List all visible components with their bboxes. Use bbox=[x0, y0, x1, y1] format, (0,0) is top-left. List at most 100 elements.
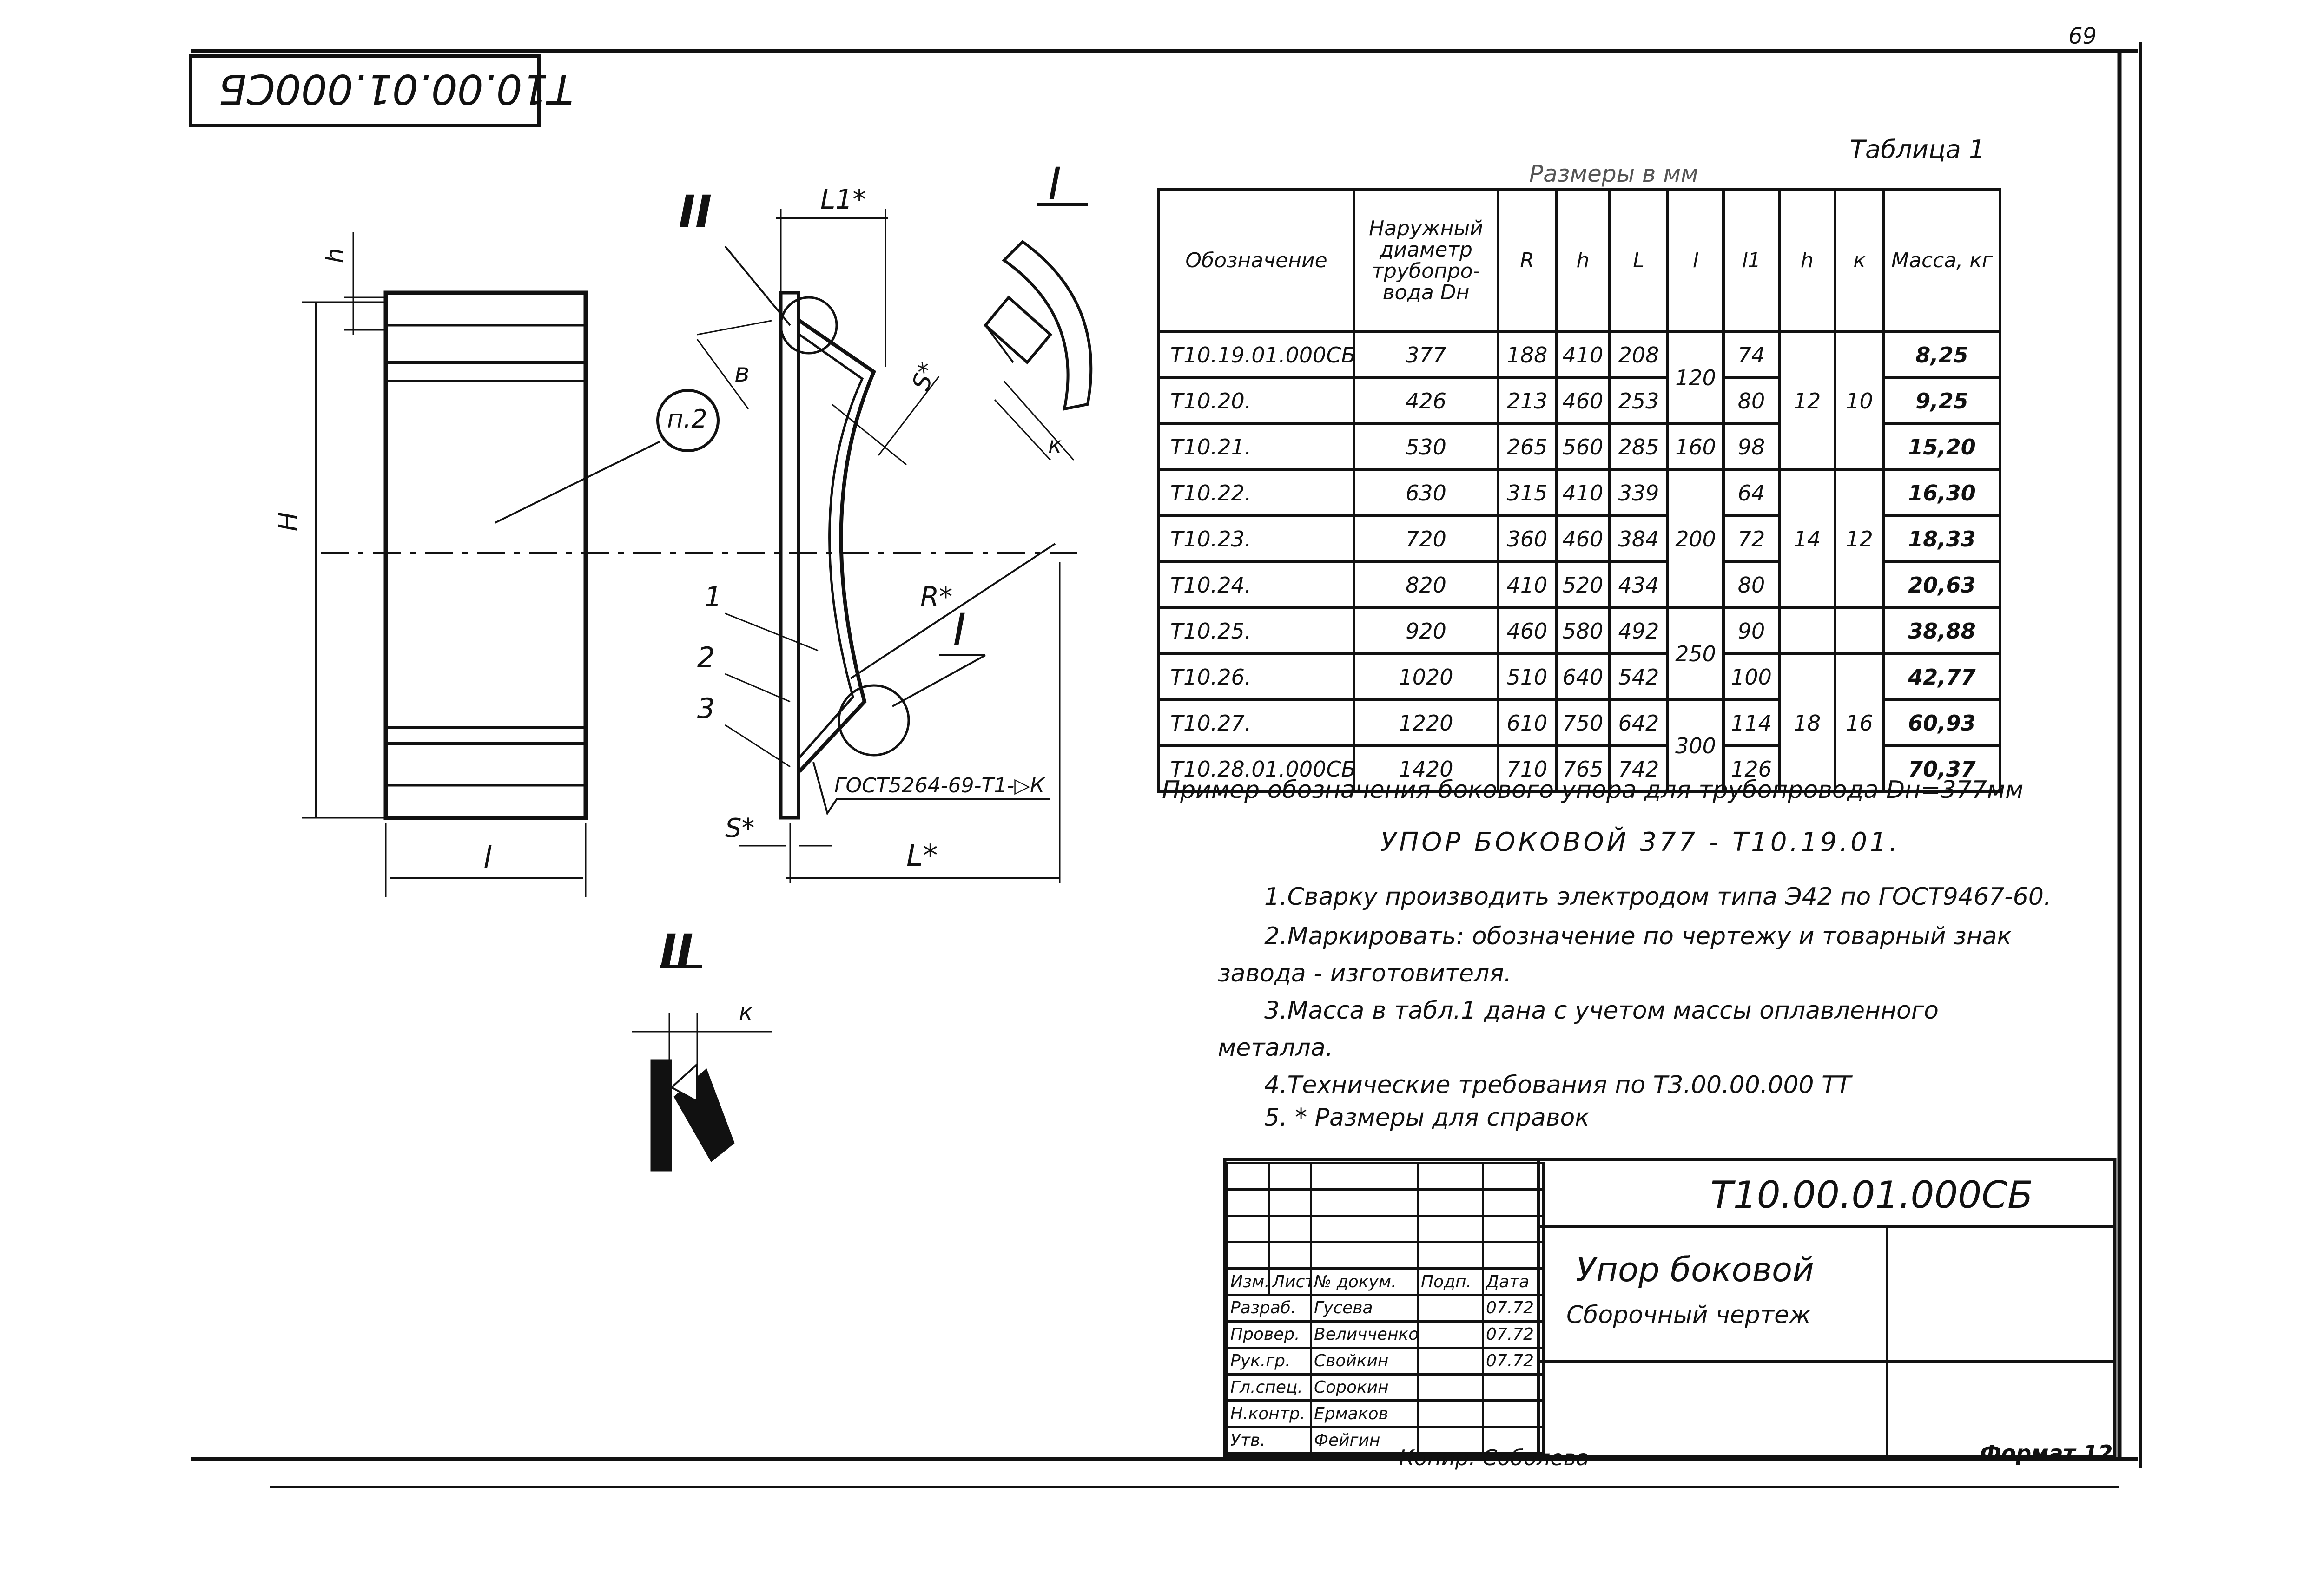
stamp-col-sign: Подп. bbox=[1417, 1267, 1484, 1297]
cell-h-small: 580 bbox=[1555, 606, 1611, 655]
table-row: T10.22. 630 315 410 339 200 64 14 12 16,… bbox=[1157, 468, 2001, 609]
stamp-signature bbox=[1417, 1399, 1484, 1429]
cell-designation: T10.27. bbox=[1157, 698, 1355, 747]
label-section-I-bottom: I bbox=[953, 604, 966, 656]
note-1: 1.Сварку производить электродом типа Э42… bbox=[1264, 883, 2052, 911]
cell-k: 16 bbox=[1834, 652, 1885, 793]
label-R: R* bbox=[920, 581, 953, 612]
col-header-l1: l1 bbox=[1722, 188, 1781, 333]
stamp-header-row: Изм. Лист № докум. Подп. Дата bbox=[1226, 1267, 1545, 1297]
cell-k: 12 bbox=[1834, 468, 1885, 609]
cell-L: 208 bbox=[1608, 330, 1669, 379]
col-header-l: l bbox=[1666, 188, 1725, 333]
note-2: 2.Маркировать: обозначение по чертежу и … bbox=[1264, 922, 2012, 950]
cell-R: 315 bbox=[1497, 468, 1558, 517]
stamp-person: Гусева bbox=[1310, 1294, 1419, 1323]
cell-L: 742 bbox=[1608, 744, 1669, 793]
cell-k: 10 bbox=[1834, 330, 1885, 471]
cell-l1: 74 bbox=[1722, 330, 1781, 379]
cell-dn: 1220 bbox=[1353, 698, 1499, 747]
cell-L: 434 bbox=[1608, 560, 1669, 609]
cell-l1: 80 bbox=[1722, 376, 1781, 425]
cell-h-small: 410 bbox=[1555, 468, 1611, 517]
cell-designation: T10.24. bbox=[1157, 560, 1355, 609]
detail-II bbox=[632, 965, 772, 1172]
stamp-col-izm: Изм. bbox=[1226, 1267, 1270, 1297]
stamp-role: Гл.спец. bbox=[1226, 1373, 1312, 1402]
table-row: T10.21. 530 265 560 285 160 98 15,20 bbox=[1157, 422, 2001, 471]
rotated-doc-code: T10.00.01.000CБ bbox=[218, 65, 574, 113]
cell-dn: 820 bbox=[1353, 560, 1499, 609]
cell-designation: T10.19.01.000СБ bbox=[1157, 330, 1355, 379]
cell-h-small: 560 bbox=[1555, 422, 1611, 471]
cell-designation: T10.20. bbox=[1157, 376, 1355, 425]
label-section-II-top: II bbox=[679, 186, 712, 238]
cell-L: 339 bbox=[1608, 468, 1669, 517]
table-row: T10.26. 1020 510 640 542 100 18 16 42,77 bbox=[1157, 652, 2001, 793]
cell-h-small: 410 bbox=[1555, 330, 1611, 379]
cell-L: 384 bbox=[1608, 514, 1669, 563]
label-h: h bbox=[321, 248, 350, 263]
cell-R: 213 bbox=[1497, 376, 1558, 425]
side-view bbox=[696, 209, 1061, 883]
cell-h-small: 460 bbox=[1555, 514, 1611, 563]
cell-l1: 80 bbox=[1722, 560, 1781, 609]
cell-mass: 70,37 bbox=[1882, 744, 2001, 793]
label-part-3: 3 bbox=[697, 692, 715, 725]
label-b: в bbox=[734, 358, 750, 388]
cell-R: 460 bbox=[1497, 606, 1558, 655]
table-units: Размеры в мм bbox=[1529, 160, 1698, 187]
cell-mass: 9,25 bbox=[1882, 376, 2001, 425]
example-value: УПОР БОКОВОЙ 377 - T10.19.01. bbox=[1380, 827, 1901, 857]
label-l: l bbox=[483, 841, 492, 876]
stamp-col-doc: № докум. bbox=[1310, 1267, 1419, 1297]
table-row: T10.19.01.000СБ 377 188 410 208 120 74 1… bbox=[1157, 330, 2001, 471]
stamp-row: Провер. Величченко 07.72 bbox=[1226, 1320, 1545, 1349]
example-label: Пример обозначения бокового упора для тр… bbox=[1162, 776, 2024, 804]
cell-designation: T10.25. bbox=[1157, 606, 1355, 655]
cell-dn: 530 bbox=[1353, 422, 1499, 471]
stamp-date: 07.72 bbox=[1482, 1320, 1545, 1349]
cell-L: 253 bbox=[1608, 376, 1669, 425]
label-section-II-detail: II bbox=[660, 925, 693, 977]
stamp-date: 07.72 bbox=[1482, 1294, 1545, 1323]
cell-mass: 18,33 bbox=[1882, 514, 2001, 563]
stamp-row: Разраб. Гусева 07.72 bbox=[1226, 1294, 1545, 1323]
format-label: Формат 12 bbox=[1980, 1441, 2113, 1466]
page-number: 69 bbox=[2068, 23, 2097, 49]
col-header-h: h bbox=[1778, 188, 1836, 333]
stamp-col-date: Дата bbox=[1482, 1267, 1545, 1297]
cell-mass: 15,20 bbox=[1882, 422, 2001, 471]
cell-h: 14 bbox=[1778, 468, 1836, 609]
stamp-row: Гл.спец. Сорокин bbox=[1226, 1373, 1545, 1402]
cell-l1: 72 bbox=[1722, 514, 1781, 563]
stamp-row: Утв. Фейгин bbox=[1226, 1426, 1545, 1455]
cell-mass: 16,30 bbox=[1882, 468, 2001, 517]
stamp-person: Свойкин bbox=[1310, 1346, 1419, 1376]
table-row: T10.20. 426 213 460 253 80 9,25 bbox=[1157, 376, 2001, 425]
col-header-dn: Наружный диаметр трубопро-вода Dн bbox=[1353, 188, 1499, 333]
cell-l: 200 bbox=[1666, 468, 1725, 609]
table-row: T10.23. 720 360 460 384 72 18,33 bbox=[1157, 514, 2001, 563]
cell-L: 642 bbox=[1608, 698, 1669, 747]
stamp-role: Н.контр. bbox=[1226, 1399, 1312, 1429]
cell-l1: 90 bbox=[1722, 606, 1781, 655]
front-view bbox=[302, 232, 1078, 897]
col-header-designation: Обозначение bbox=[1157, 188, 1355, 333]
cell-h-small: 765 bbox=[1555, 744, 1611, 793]
note-2-cont: завода - изготовителя. bbox=[1218, 960, 1512, 988]
table-row: T10.28.01.000СБ 1420 710 765 742 126 70,… bbox=[1157, 744, 2001, 793]
stamp-person: Величченко bbox=[1310, 1320, 1419, 1349]
note-3: 3.Масса в табл.1 дана с учетом массы опл… bbox=[1264, 997, 1939, 1025]
cell-mass: 8,25 bbox=[1882, 330, 2001, 379]
title-name-line2: Сборочный чертеж bbox=[1566, 1301, 1811, 1329]
cell-mass: 38,88 bbox=[1882, 606, 2001, 655]
note-5: 5. * Размеры для справок bbox=[1264, 1104, 1590, 1132]
stamp-signature bbox=[1417, 1373, 1484, 1402]
cell-R: 710 bbox=[1497, 744, 1558, 793]
label-part-2: 2 bbox=[697, 641, 715, 674]
sheet-frame bbox=[189, 42, 2142, 1488]
cell-h: 18 bbox=[1778, 652, 1836, 793]
label-L1: L1* bbox=[820, 184, 866, 215]
